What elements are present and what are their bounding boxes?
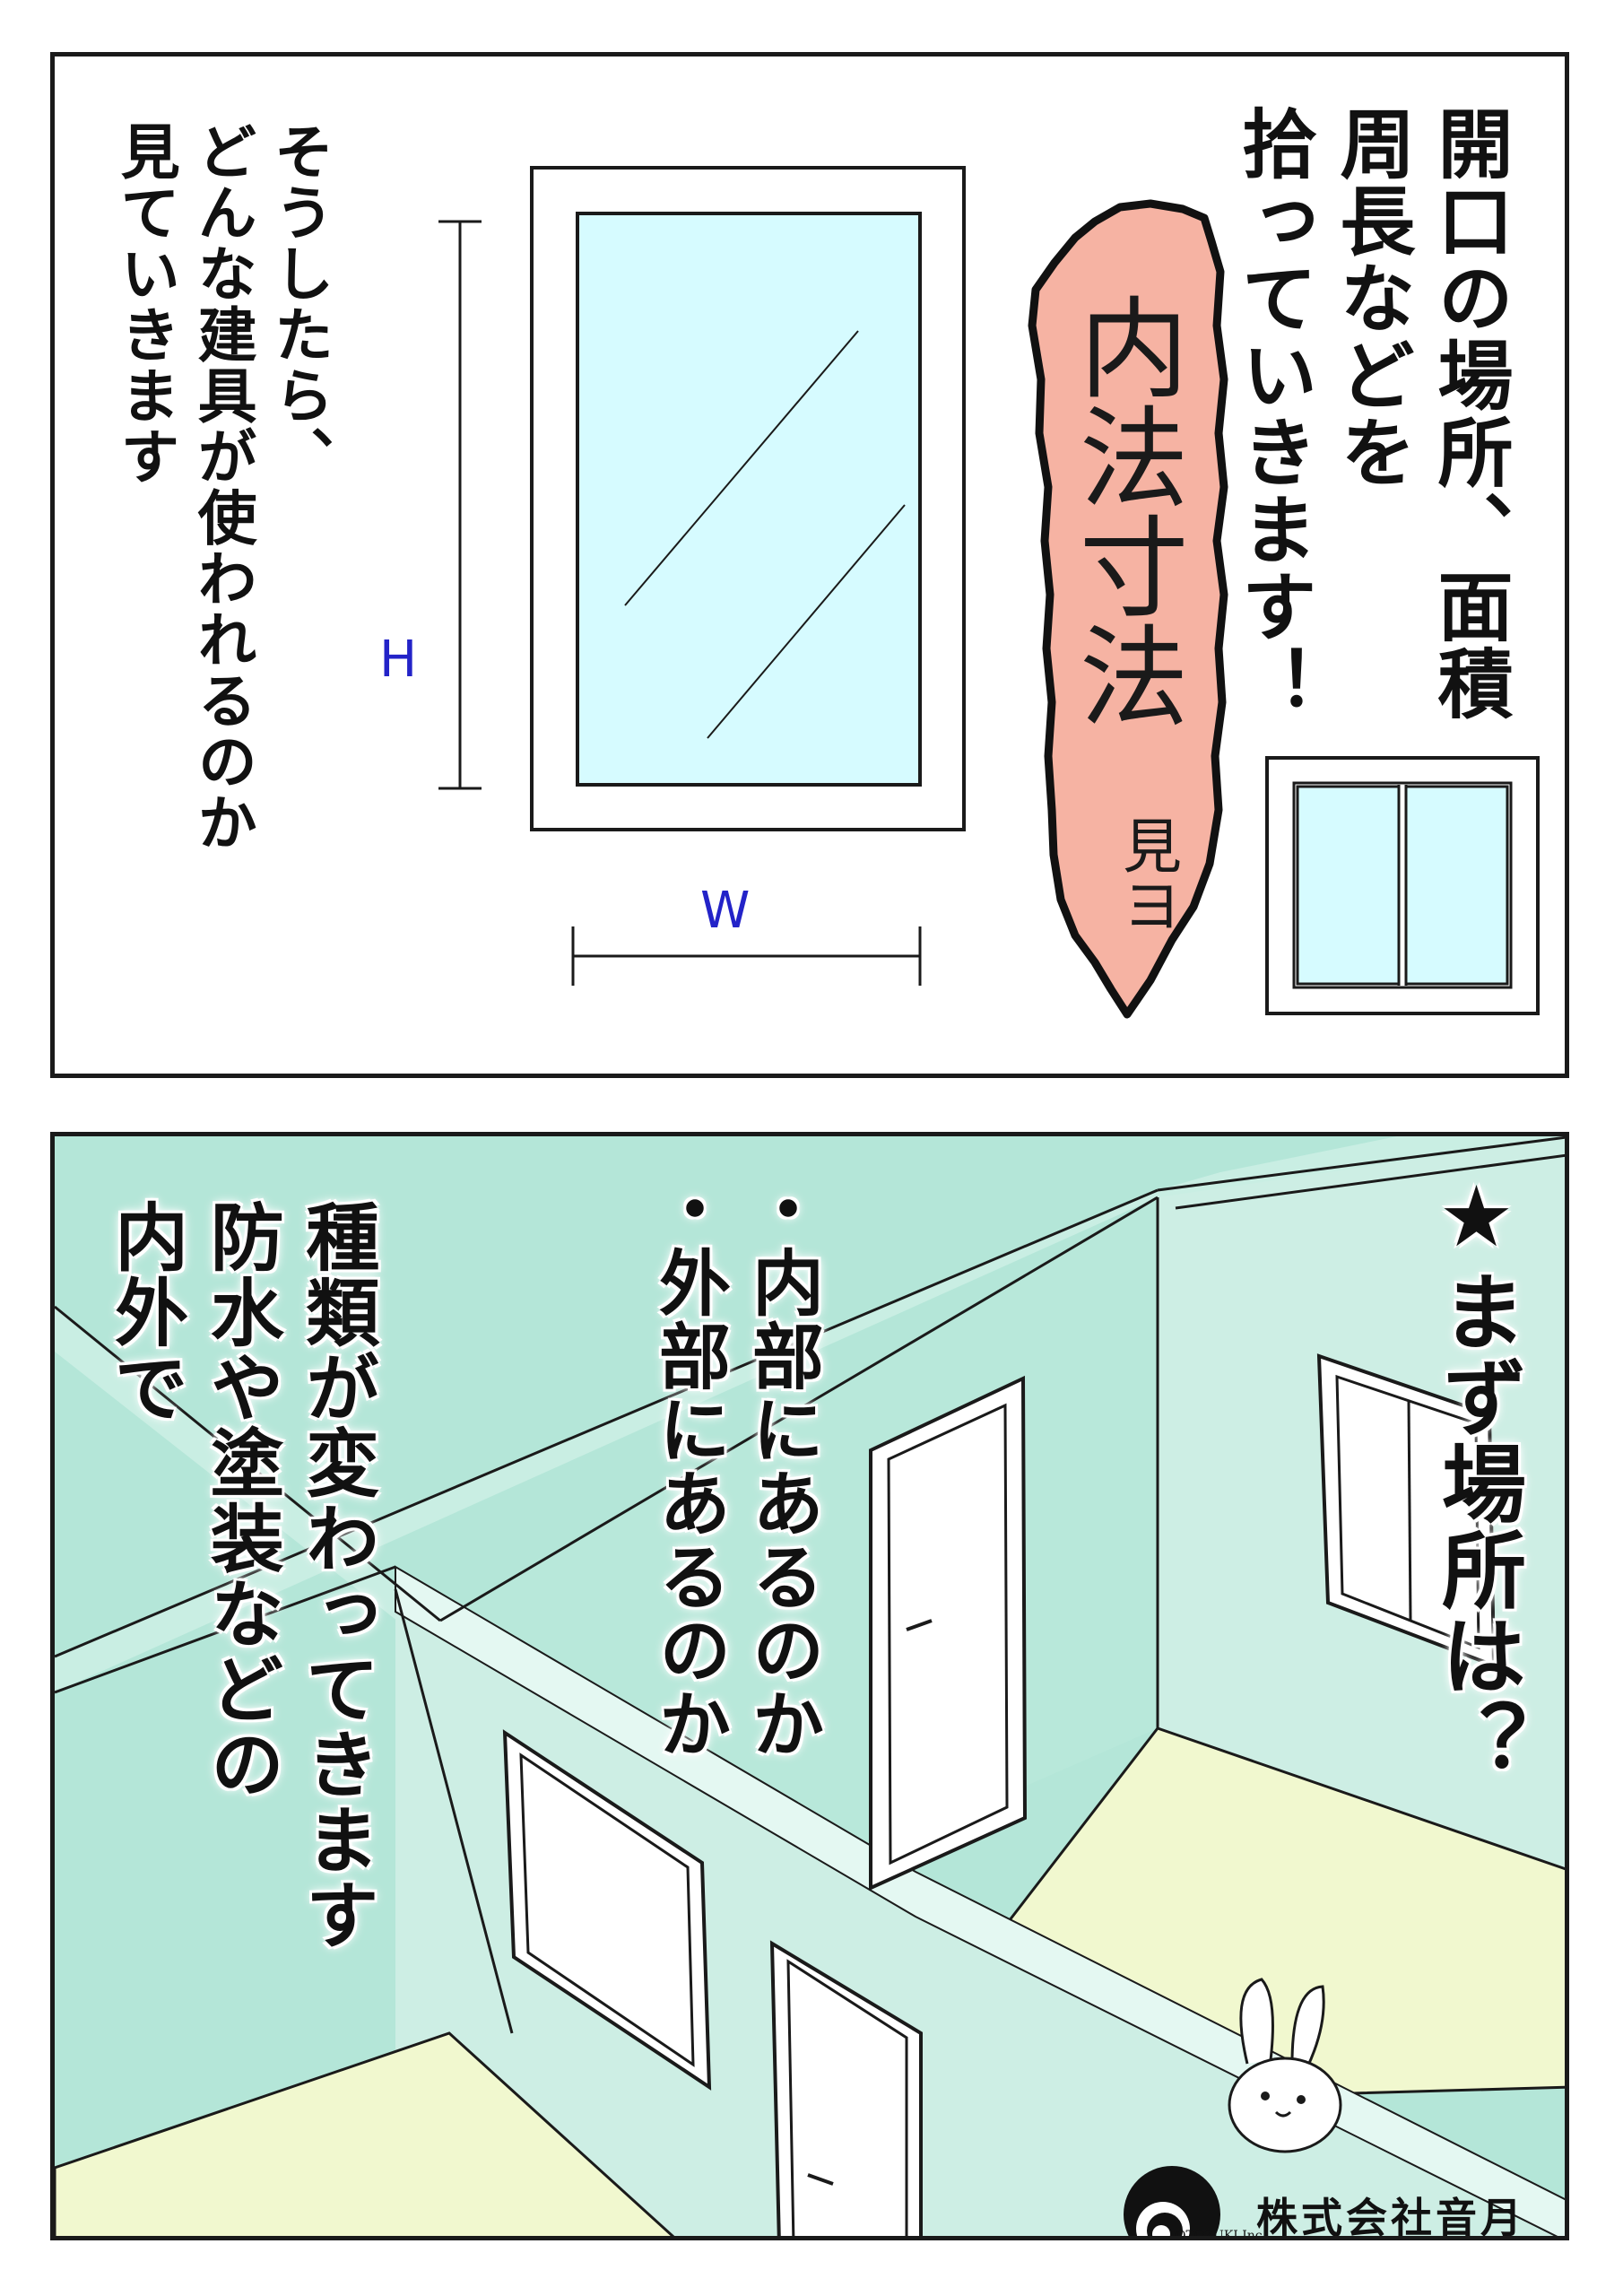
bubble-sub-text: 見ヨ — [1113, 815, 1182, 934]
width-label: W — [700, 882, 751, 940]
back-room-door — [869, 1375, 1028, 1892]
bullet-interior: ・内部にあるのか — [741, 1172, 824, 1761]
width-dimension-line — [571, 926, 922, 986]
narration-right-line-3: 拾っていきます！ — [1229, 105, 1318, 722]
company-logo-mark — [1124, 2166, 1220, 2236]
note-line-3: 種類が変わってきます — [292, 1199, 378, 1952]
company-name-en: OTOZUKI Inc. — [1176, 2229, 1267, 2240]
front-wall-door — [769, 1940, 923, 2236]
location-heading: ★まず場所は？ — [1421, 1169, 1531, 2155]
difference-note: 種類が変わってきます 防水や塗装などの 内外で — [96, 1199, 383, 2186]
note-line-2: 防水や塗装などの — [197, 1199, 283, 1802]
bubble-main-text: 内法寸法 — [1061, 291, 1189, 729]
panel-2-illustration — [55, 1136, 1565, 2236]
narration-right-line-2: 周長などを — [1327, 105, 1416, 491]
narration-left-line-3: 見ていきます — [110, 121, 180, 487]
right-room-window — [1316, 1353, 1497, 1668]
narration-left-line-2: どんな建具が使われるのか — [187, 121, 257, 853]
narration-left-line-1: そうしたら、 — [265, 121, 334, 487]
front-wall-window — [502, 1729, 712, 2091]
bullet-exterior: ・外部にあるのか — [647, 1172, 731, 1761]
panel-location-explanation: ★まず場所は？ ・内部にあるのか ・外部にあるのか 種類が変わってきます 防水や… — [50, 1132, 1569, 2240]
narration-right: 開口の場所、面積 周長などを 拾っていきます！ — [1224, 105, 1518, 1020]
location-bullets: ・内部にあるのか ・外部にあるのか — [642, 1172, 829, 2159]
sliding-window-drawing — [1265, 756, 1540, 1015]
company-name-jp: 株式会社音月 — [1256, 2194, 1525, 2240]
location-heading-line: ★まず場所は？ — [1428, 1169, 1525, 1785]
panel-opening-measurement: H W 内法寸法 見ヨ 開口の場所、面積 周長などを 拾っていきます！ そうした… — [50, 52, 1569, 1078]
panel-1-illustration — [438, 166, 1540, 1019]
height-label: H — [379, 631, 418, 689]
note-line-1: 内外で — [101, 1199, 187, 1425]
large-window-drawing — [530, 166, 966, 831]
height-dimension-line — [438, 220, 482, 790]
narration-right-line-1: 開口の場所、面積 — [1426, 105, 1514, 722]
emphasis-bubble — [1028, 199, 1228, 1019]
rabbit-character — [1228, 1978, 1342, 2153]
narration-left: そうしたら、 どんな建具が使われるのか 見ていきます — [107, 121, 337, 982]
